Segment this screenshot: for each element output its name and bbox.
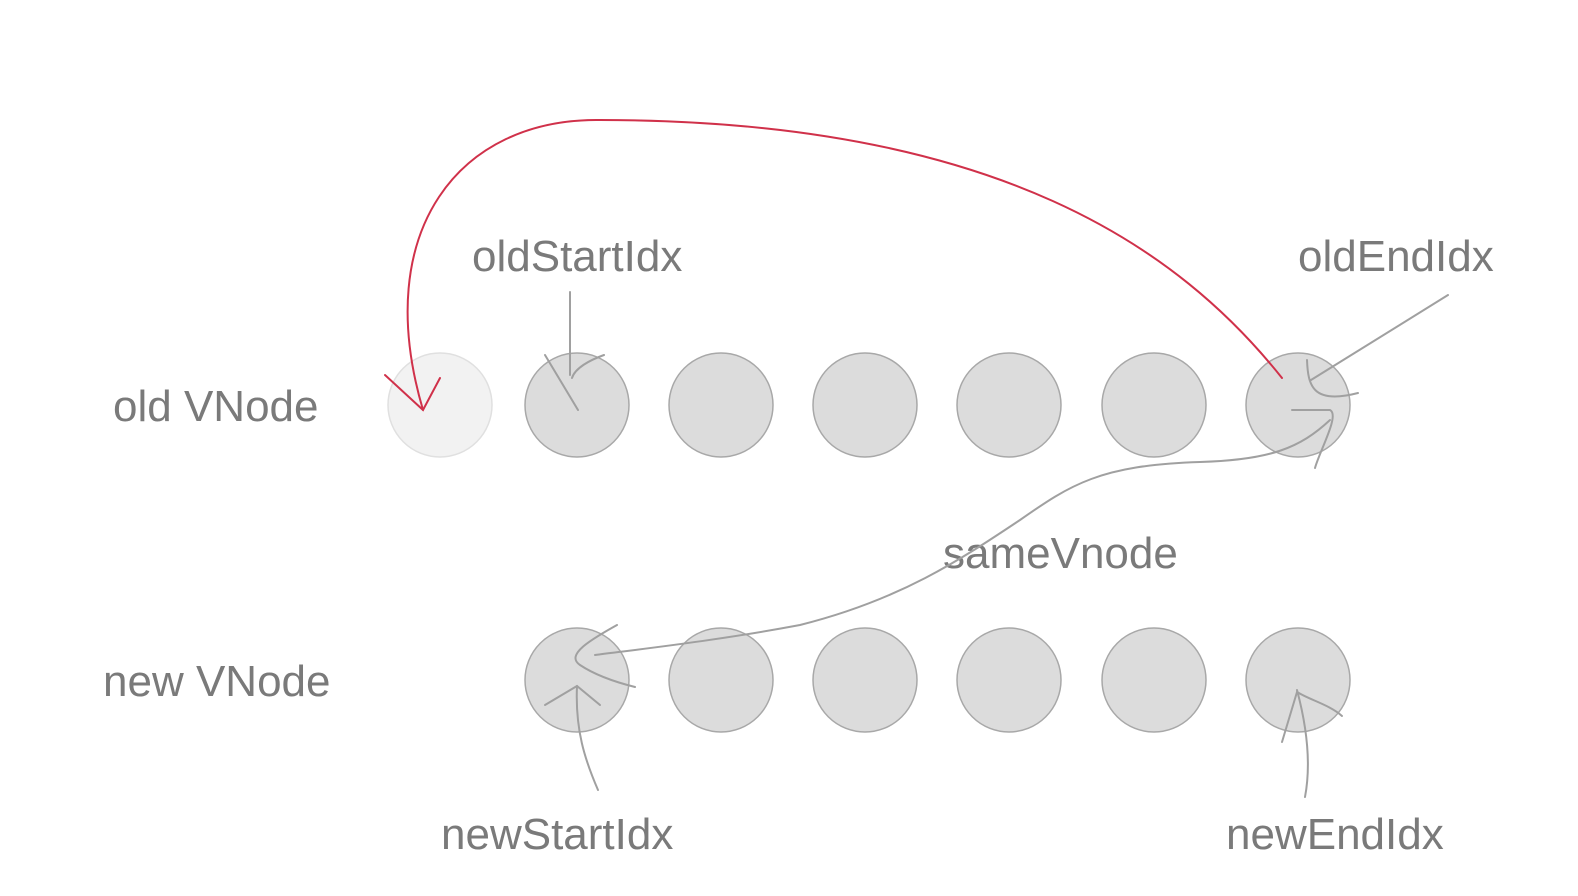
old-vnode: [812, 352, 918, 458]
same-vnode-label: sameVnode: [943, 529, 1178, 578]
old-start-idx-label: oldStartIdx: [472, 232, 682, 281]
move-arrowhead-icon: [384, 374, 441, 412]
new-vnode-row: [524, 627, 1351, 733]
new-vnode: [1245, 627, 1351, 733]
old-vnode: [387, 352, 493, 458]
same-vnode-old-marker: [1291, 409, 1334, 469]
old-vnode: [668, 352, 774, 458]
old-end-pointer: [1310, 294, 1449, 381]
move-arrow: [406, 118, 1283, 411]
same-vnode-connector: [594, 419, 1331, 656]
old-end-idx-label: oldEndIdx: [1298, 232, 1494, 281]
old-start-arrowhead-icon: [544, 354, 605, 411]
same-vnode-arrowhead-icon: [574, 624, 636, 688]
new-vnode-label: new VNode: [103, 657, 330, 706]
old-vnode-row: [387, 352, 1351, 458]
old-vnode: [956, 352, 1062, 458]
old-vnode: [1245, 352, 1351, 458]
new-end-idx-label: newEndIdx: [1226, 810, 1444, 859]
old-vnode: [524, 352, 630, 458]
new-end-arrowhead-icon: [1281, 690, 1343, 743]
new-end-pointer: [1296, 689, 1309, 798]
old-end-arrowhead-icon: [1306, 359, 1359, 398]
new-vnode: [668, 627, 774, 733]
new-vnode: [1101, 627, 1207, 733]
new-vnode: [812, 627, 918, 733]
new-start-pointer: [575, 685, 599, 791]
new-start-arrowhead-icon: [544, 684, 601, 706]
new-start-idx-label: newStartIdx: [441, 810, 673, 859]
old-vnode: [1101, 352, 1207, 458]
new-vnode: [956, 627, 1062, 733]
old-vnode-label: old VNode: [113, 382, 318, 431]
